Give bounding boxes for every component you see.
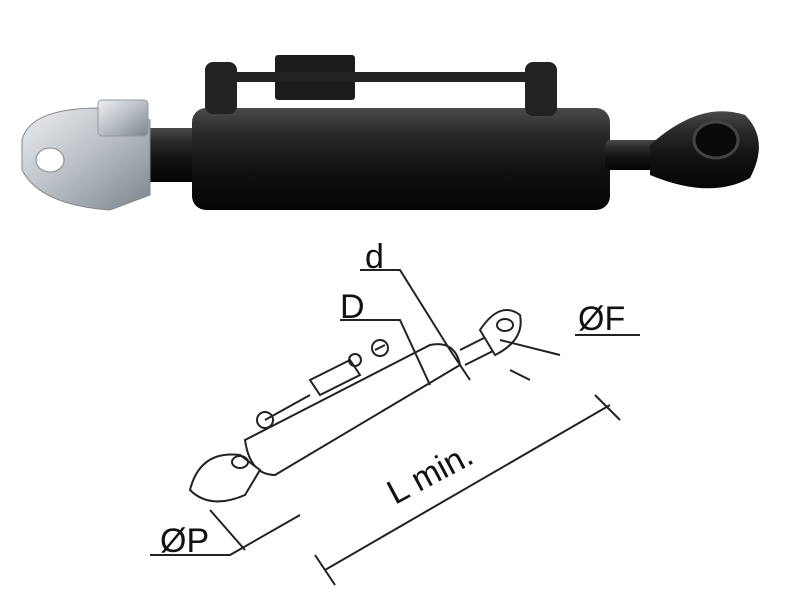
label-P: ØP [160,522,209,560]
technical-drawing [150,269,640,586]
cylinder-barrel [192,108,610,210]
dim-d [360,269,471,381]
label-d: d [365,238,384,276]
fitting-right [525,62,557,116]
clevis-latch [97,99,149,137]
pipe [232,72,542,82]
label-L-min: L min. [381,436,479,512]
dim-D [340,319,431,386]
label-F: ØF [578,300,625,338]
drawing-eye [478,309,522,357]
hydraulic-cylinder-photo [21,55,759,211]
dim-length [314,394,621,586]
eye-hole [692,120,740,160]
dim-P [150,509,301,556]
label-D: D [340,288,365,326]
fitting-left [205,62,237,114]
drawing-clevis [188,453,262,503]
clevis-hole [35,147,65,173]
dim-F [499,334,640,381]
